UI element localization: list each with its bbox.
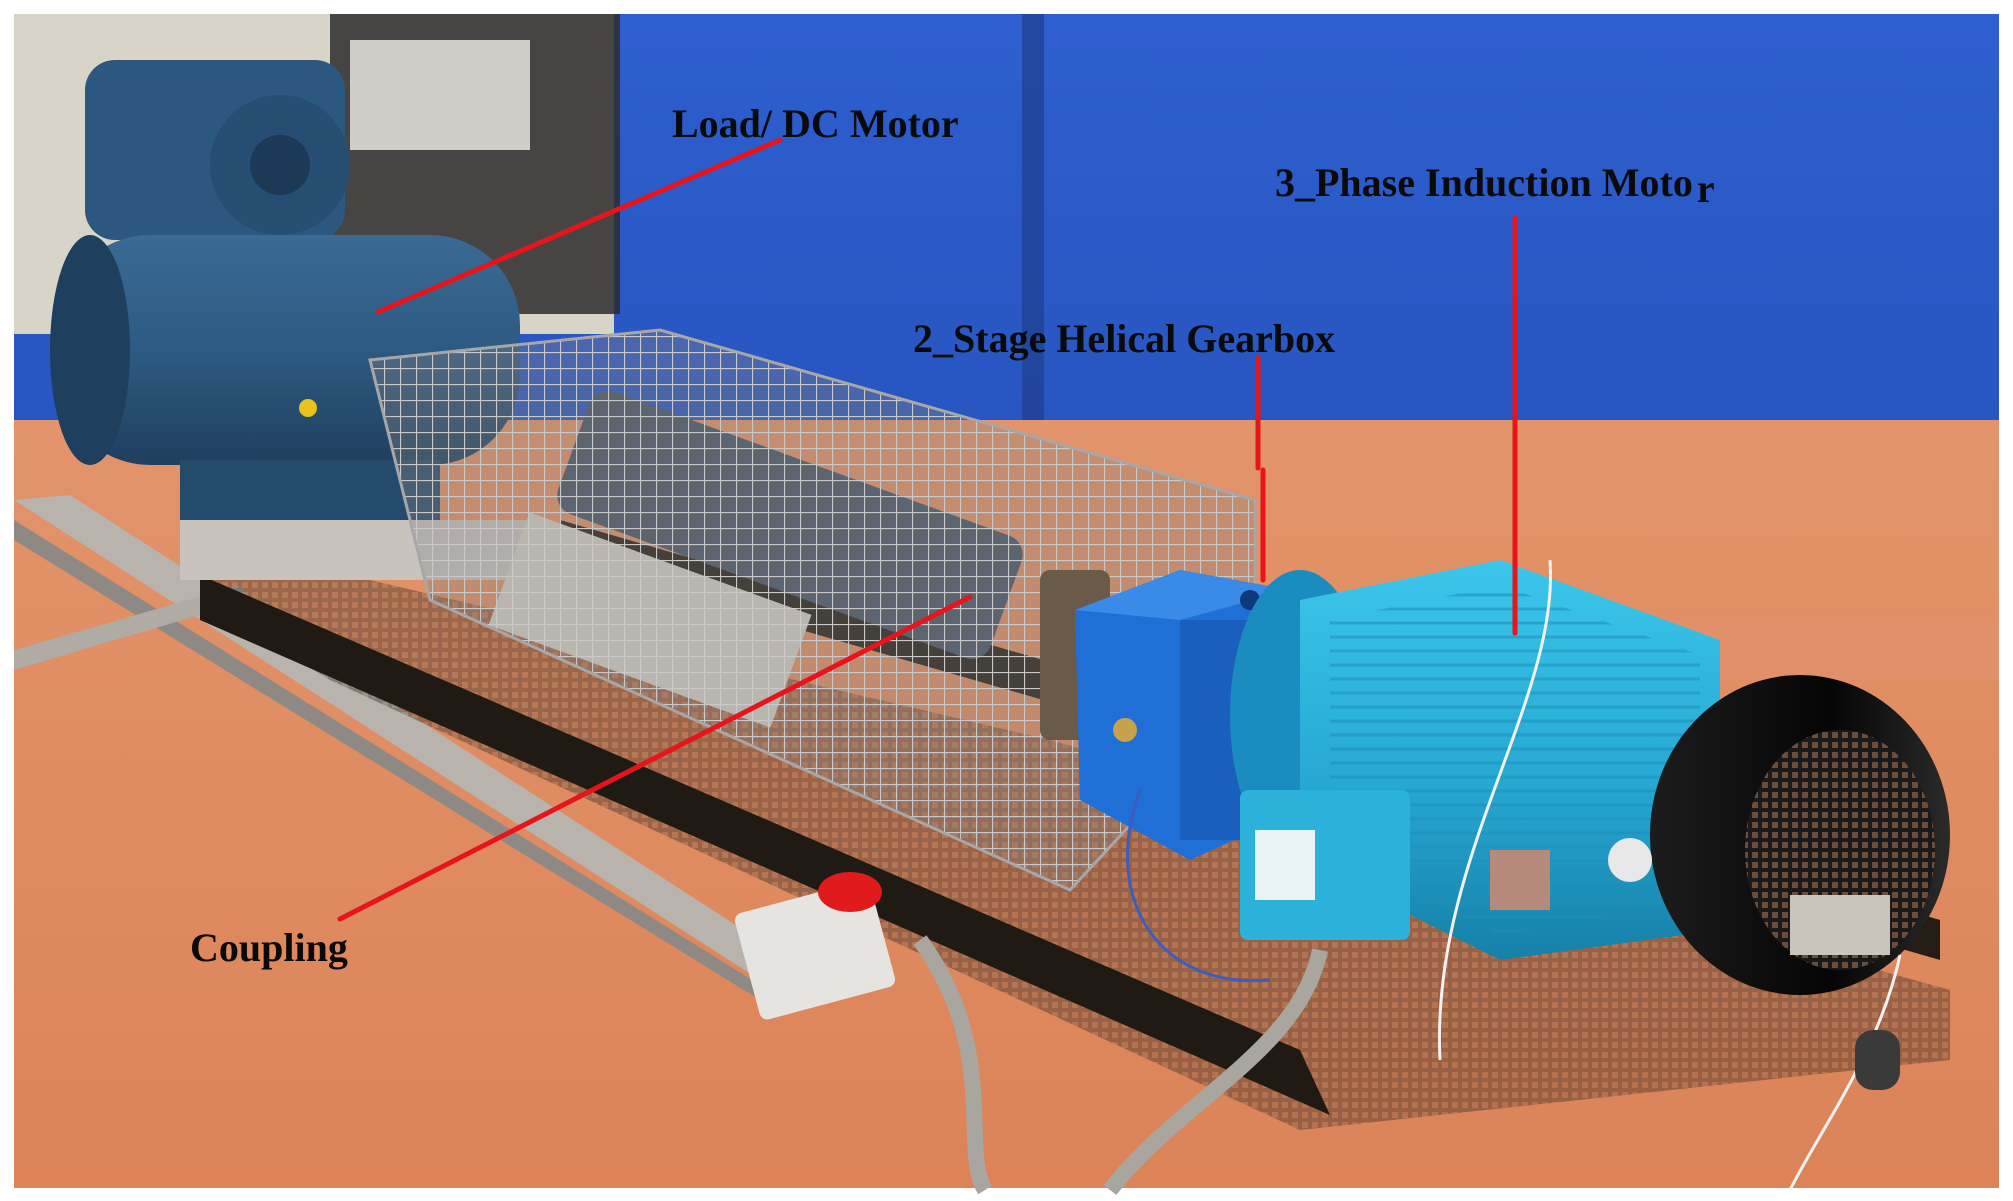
pointer-line-coupling: [337, 594, 973, 922]
label-gearbox: 2_Stage Helical Gearbox: [913, 316, 1335, 361]
dc-motor-fan-hub: [250, 135, 310, 195]
shaft-sensor: [1790, 895, 1890, 955]
pointer-lines: [337, 137, 1518, 922]
gearbox-valve: [1113, 718, 1137, 742]
label-load-dc-motor: Load/ DC Motor: [672, 101, 959, 146]
e-stop-box: [734, 880, 896, 1020]
grey-cable-2: [1103, 948, 1328, 1195]
gearbox-top: [1075, 570, 1290, 620]
label-induction-motor-r: r: [1697, 166, 1715, 211]
label-induction-motor-main: 3_Phase Induction Moto: [1275, 160, 1693, 205]
dc-motor-yellow-dot: [299, 399, 317, 417]
floor-crossbar: [14, 585, 250, 670]
terminal-box: [1240, 790, 1410, 940]
floor-rail-edge: [14, 520, 760, 1000]
wall-panel-divider: [1022, 14, 1044, 484]
grey-cable: [913, 935, 993, 1195]
fan-cap-logo: [1608, 838, 1652, 882]
pointer-line-load-dc-motor: [375, 137, 783, 315]
dc-motor-end: [50, 235, 130, 465]
rating-plate: [1490, 850, 1550, 910]
white-wire: [1437, 559, 1553, 1061]
castor-wheel: [1855, 1030, 1900, 1090]
terminal-box-label: [1255, 830, 1315, 900]
induction-motor-fins: [1330, 585, 1700, 935]
e-stop-button: [818, 872, 882, 912]
white-wire-2: [1788, 954, 1902, 1191]
blue-wire: [1126, 789, 1271, 983]
shelf-box: [350, 40, 530, 150]
base-rail-front: [200, 575, 1330, 1115]
label-coupling: Coupling: [190, 925, 348, 970]
